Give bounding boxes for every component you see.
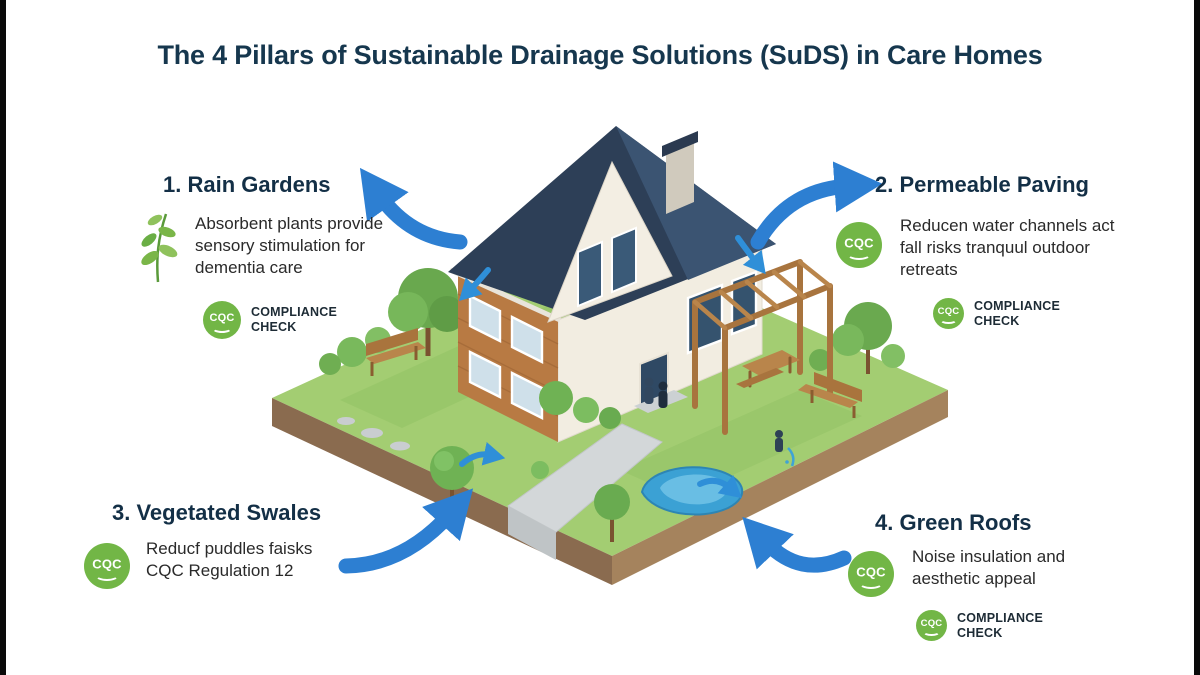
care-home-house [448, 126, 776, 443]
cqc-badge-label: CQC [844, 234, 874, 250]
cqc-badge-icon: CQC [203, 301, 241, 339]
water-flow-arrows [458, 235, 766, 499]
pond [640, 466, 744, 516]
garden-benches [366, 328, 862, 418]
cqc-badge-icon: CQC [848, 551, 894, 597]
front-trees [430, 381, 630, 542]
cqc-badge-icon: CQC [933, 298, 964, 329]
callout-arrows [338, 161, 883, 574]
leaf-sprig-icon [141, 213, 178, 283]
arrow-green-roofs [742, 516, 852, 573]
gable-window [611, 226, 637, 294]
patio-bench [736, 368, 784, 388]
cqc-badge-label: CQC [937, 306, 960, 318]
roof [448, 126, 776, 320]
pillar-1-heading: 1. Rain Gardens [163, 172, 331, 197]
white-facade-windows [686, 270, 758, 355]
pillar-3-description: Reducf puddles faisks CQC Regulation 12 [146, 539, 313, 581]
pillar-2-description: Reducen water channels act fall risks tr… [900, 216, 1115, 280]
compliance-check-label: COMPLIANCE CHECK [251, 305, 338, 334]
pillar-1-compliance: CQC COMPLIANCE CHECK [203, 301, 337, 339]
pillar-4-description: Noise insulation and aesthetic appeal [912, 547, 1066, 589]
cqc-badge-icon: CQC [916, 610, 947, 641]
pillar-4-compliance: CQC COMPLIANCE CHECK [916, 610, 1043, 641]
residents-figures [644, 377, 795, 467]
cqc-badge-icon: CQC [836, 222, 882, 268]
cqc-badge-label: CQC [920, 618, 943, 630]
compliance-check-label: COMPLIANCE CHECK [974, 298, 1061, 328]
front-door [639, 351, 669, 409]
pillar-2-compliance: CQC COMPLIANCE CHECK [933, 298, 1060, 329]
letterbox-left [0, 0, 6, 675]
letterbox-right [1194, 0, 1200, 675]
patio-table [742, 350, 800, 376]
arrow-vegetated-swales [338, 488, 474, 574]
cqc-badge-icon: CQC [84, 543, 130, 589]
wood-cladding-lines [457, 293, 559, 417]
gable-wall [547, 160, 673, 323]
cqc-badge-label: CQC [209, 311, 235, 324]
pillar-1-description: Absorbent plants provide sensory stimula… [195, 214, 384, 278]
compliance-check-label: COMPLIANCE CHECK [957, 610, 1044, 640]
pillar-3-heading: 3. Vegetated Swales [112, 500, 322, 525]
door-step [634, 390, 688, 413]
pillar-4-heading: 4. Green Roofs [875, 510, 1032, 535]
eave-fascia [448, 267, 562, 323]
chimney [666, 136, 694, 214]
arrow-permeable-paving [750, 161, 883, 250]
page-title: The 4 Pillars of Sustainable Drainage So… [157, 40, 1043, 70]
cqc-badge-label: CQC [92, 555, 122, 571]
gable-window [577, 240, 603, 308]
back-trees [319, 268, 905, 375]
lawn-plot [272, 242, 948, 585]
wood-facade-windows [468, 294, 544, 420]
pergola [692, 259, 833, 435]
garden-path [337, 417, 663, 560]
cqc-badge-label: CQC [856, 563, 886, 579]
pillar-2-heading: 2. Permeable Paving [875, 172, 1089, 197]
